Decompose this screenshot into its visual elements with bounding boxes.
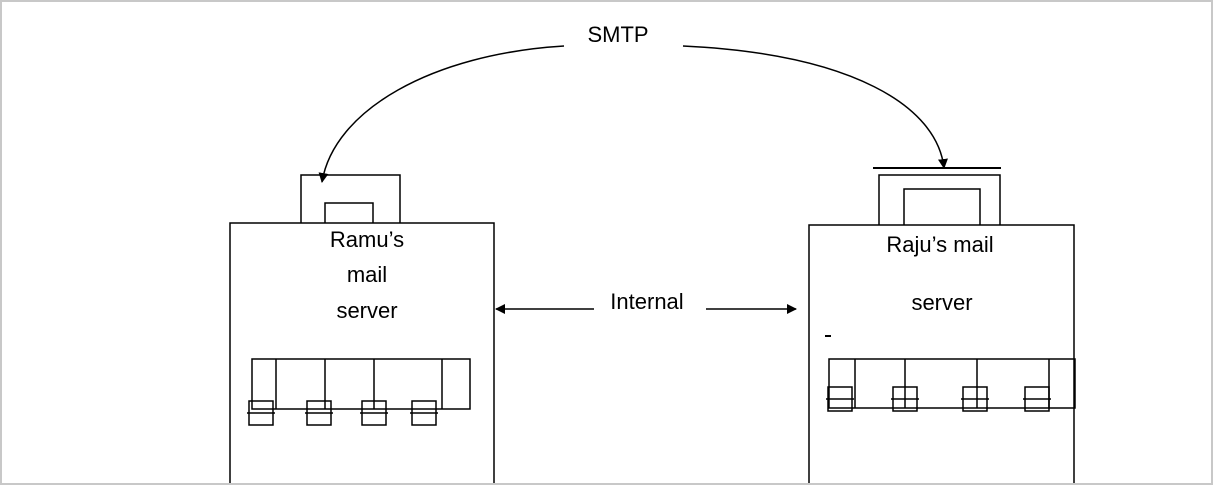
left-server-body [229,222,495,483]
right-server-top-handle [878,174,1001,225]
right-server-body [808,224,1075,483]
left-server-label-line2: mail [347,262,387,287]
internal-label: Internal [610,289,683,314]
right-server-label-line1: Raju’s mail [886,232,993,257]
right-server-top-slot [903,188,981,225]
left-server-top-handle [300,174,401,223]
left-server-top-slot [324,202,374,223]
left-server-port-panel [251,358,471,410]
raju-mail-server: Raju’s mail server [808,167,1076,483]
smtp-label: SMTP [587,22,648,47]
smtp-left-arrow [318,45,565,183]
smtp-right-arrow [682,45,948,169]
right-server-label-line2: server [911,290,972,315]
right-server-port-panel [828,358,1076,409]
ramu-mail-server: Ramu’s mail server [229,174,495,483]
left-server-label-line1: Ramu’s [330,227,404,252]
left-server-label-line3: server [336,298,397,323]
